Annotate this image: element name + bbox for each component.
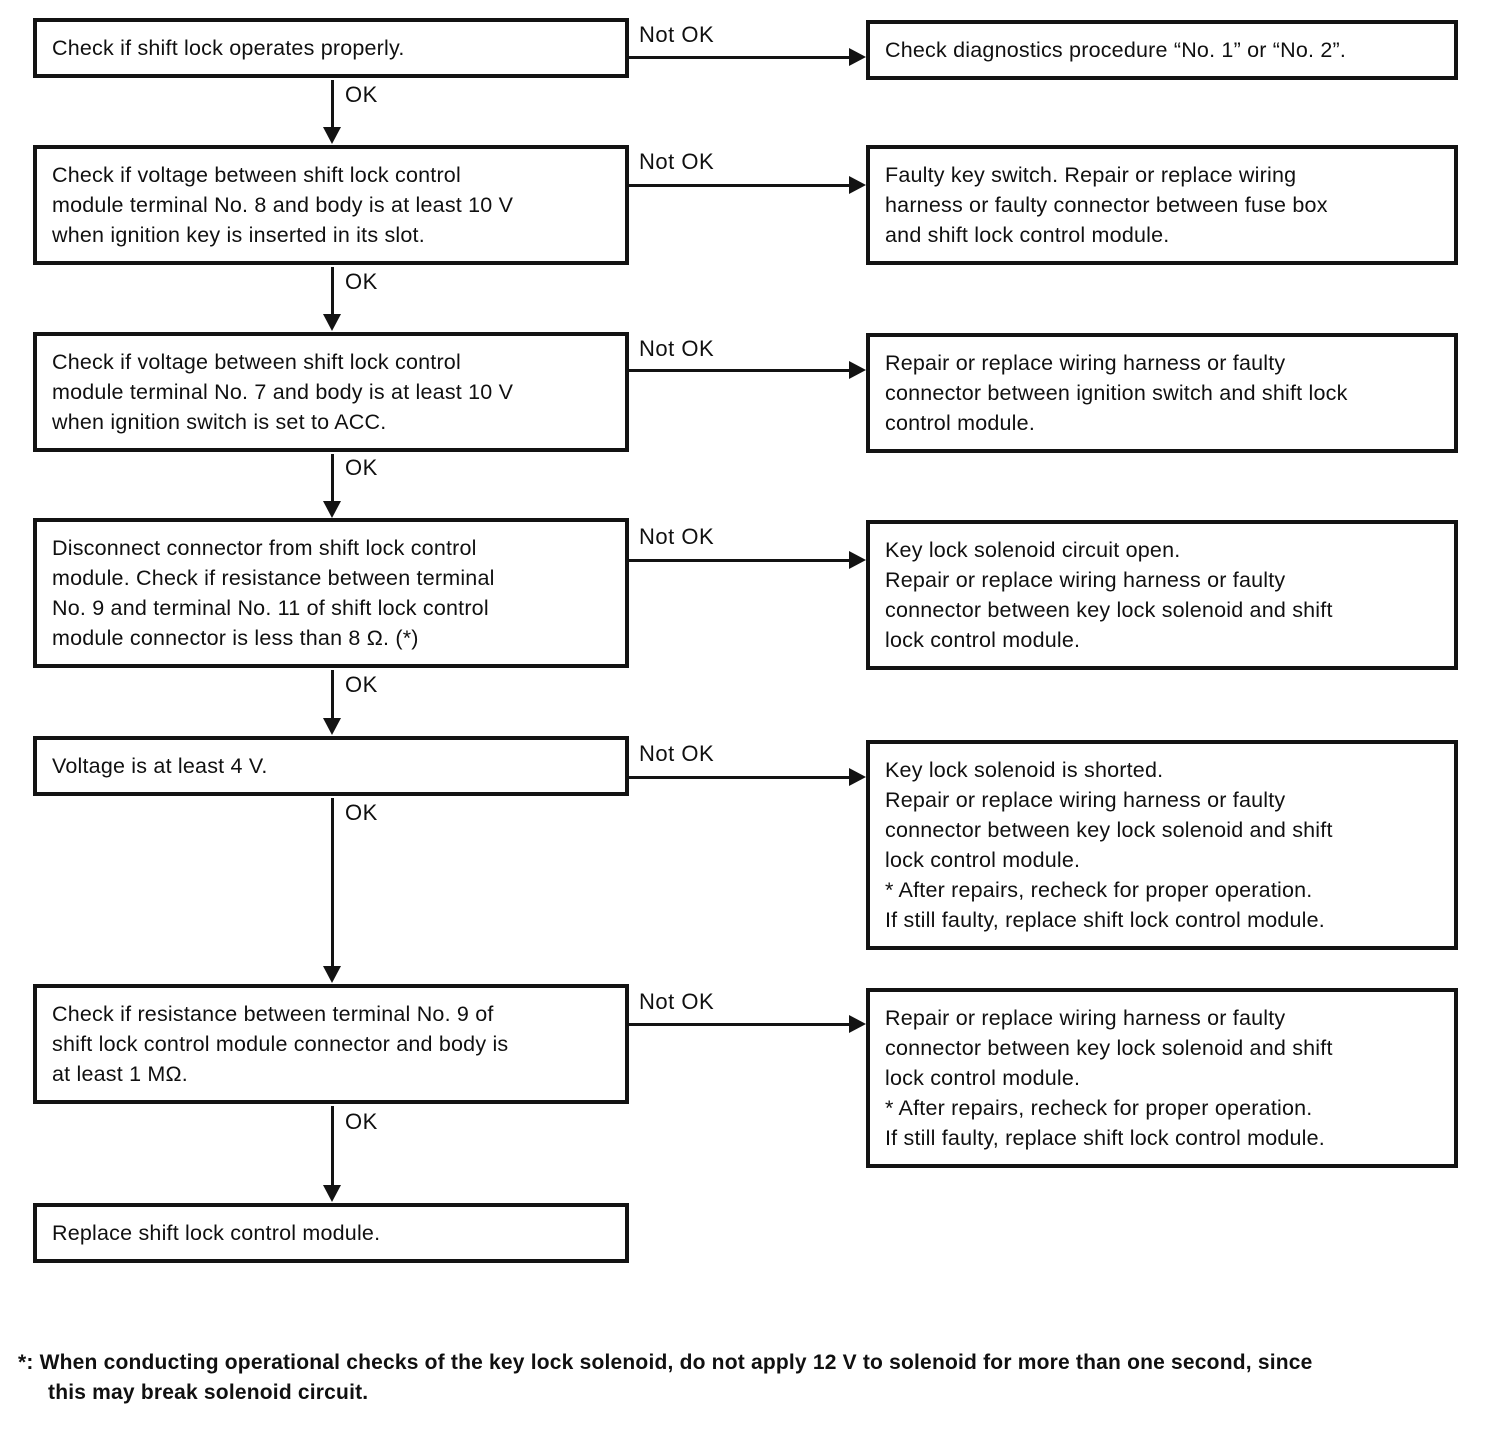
ok-label-4: OK	[345, 672, 378, 697]
final-box: Replace shift lock control module.	[33, 1203, 629, 1263]
ok-label-5: OK	[345, 800, 378, 825]
action-box-4: Key lock solenoid circuit open. Repair o…	[866, 520, 1458, 670]
action-box-1: Check diagnostics procedure “No. 1” or “…	[866, 20, 1458, 80]
check-box-5: Voltage is at least 4 V.	[33, 736, 629, 796]
action-text-1: Check diagnostics procedure “No. 1” or “…	[885, 38, 1347, 62]
action-text-6: Repair or replace wiring harness or faul…	[885, 1006, 1333, 1150]
ok-arrow-2	[323, 267, 341, 331]
not-ok-label-1: Not OK	[639, 22, 715, 47]
check-text-4: Disconnect connector from shift lock con…	[52, 536, 495, 650]
not-ok-label-2: Not OK	[639, 149, 715, 174]
action-box-6: Repair or replace wiring harness or faul…	[866, 988, 1458, 1168]
check-text-2: Check if voltage between shift lock cont…	[52, 163, 514, 247]
ok-label-3: OK	[345, 455, 378, 480]
check-text-3: Check if voltage between shift lock cont…	[52, 350, 514, 434]
not-ok-label-6: Not OK	[639, 989, 715, 1014]
final-text: Replace shift lock control module.	[52, 1221, 381, 1245]
action-text-3: Repair or replace wiring harness or faul…	[885, 351, 1348, 435]
ok-arrow-5	[323, 798, 341, 983]
check-box-2: Check if voltage between shift lock cont…	[33, 145, 629, 265]
action-box-2: Faulty key switch. Repair or replace wir…	[866, 145, 1458, 265]
action-text-4: Key lock solenoid circuit open. Repair o…	[885, 538, 1333, 652]
not-ok-label-3: Not OK	[639, 336, 715, 361]
check-text-6: Check if resistance between terminal No.…	[52, 1002, 509, 1086]
not-ok-arrow-3	[628, 361, 866, 379]
not-ok-arrow-1	[628, 48, 866, 66]
not-ok-arrow-5	[628, 768, 866, 786]
not-ok-arrow-2	[628, 176, 866, 194]
action-box-5: Key lock solenoid is shorted. Repair or …	[866, 740, 1458, 950]
check-text-5: Voltage is at least 4 V.	[52, 754, 268, 778]
not-ok-arrow-6	[628, 1015, 866, 1033]
ok-arrow-1	[323, 80, 341, 144]
ok-arrow-4	[323, 670, 341, 735]
action-text-5: Key lock solenoid is shorted. Repair or …	[885, 758, 1333, 932]
action-box-3: Repair or replace wiring harness or faul…	[866, 333, 1458, 453]
ok-arrow-6	[323, 1106, 341, 1202]
check-text-1: Check if shift lock operates properly.	[52, 36, 405, 60]
action-text-2: Faulty key switch. Repair or replace wir…	[885, 163, 1328, 247]
ok-label-6: OK	[345, 1109, 378, 1134]
ok-label-2: OK	[345, 269, 378, 294]
check-box-3: Check if voltage between shift lock cont…	[33, 332, 629, 452]
ok-arrow-3	[323, 454, 341, 518]
footnote: *: When conducting operational checks of…	[18, 1351, 1313, 1404]
check-box-4: Disconnect connector from shift lock con…	[33, 518, 629, 668]
check-box-6: Check if resistance between terminal No.…	[33, 984, 629, 1104]
not-ok-label-5: Not OK	[639, 741, 715, 766]
check-box-1: Check if shift lock operates properly.	[33, 18, 629, 78]
not-ok-label-4: Not OK	[639, 524, 715, 549]
not-ok-arrow-4	[628, 551, 866, 569]
ok-label-1: OK	[345, 82, 378, 107]
